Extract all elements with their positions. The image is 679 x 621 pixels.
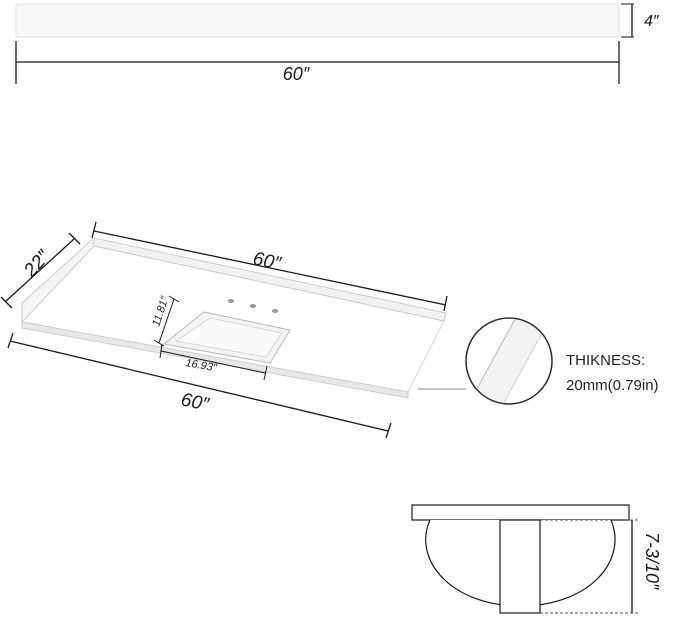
- depth-dimension-line: [4, 238, 75, 303]
- countertop-sidesplash: [21, 236, 95, 324]
- front-width-label: 60″: [179, 389, 212, 416]
- backsplash-height-label: 4″: [644, 13, 660, 30]
- front-width-dimension-line: [9, 340, 389, 432]
- thickness-title: THIKNESS:: [566, 352, 646, 369]
- bowl-countertop-slab: [411, 504, 630, 521]
- countertop-front-edge: [21, 321, 409, 399]
- sink-width-label: 16.93″: [184, 357, 218, 374]
- faucet-hole-left: [227, 299, 235, 303]
- backsplash-view: 4″ 60″: [15, 3, 660, 84]
- backsplash-panel: [15, 3, 620, 38]
- faucet-hole-center: [249, 304, 257, 308]
- backsplash-width-label: 60″: [283, 64, 310, 84]
- countertop-view: 22″ 60″ 60″ 11.81″ 16.93″: [0, 221, 466, 439]
- bowl-drain-block: [499, 519, 541, 614]
- sink-width-dimension-line: [160, 350, 266, 374]
- back-width-dimension-line: [93, 230, 447, 306]
- sink-depth-dimension-line: [158, 298, 175, 344]
- back-width-label: 60″: [251, 248, 284, 275]
- thickness-value: 20mm(0.79in): [566, 377, 659, 394]
- thickness-detail: [465, 317, 553, 405]
- bowl-section-view: 7-3/10″: [411, 504, 662, 614]
- faucet-hole-right: [271, 309, 279, 313]
- depth-label: 22″: [19, 246, 55, 282]
- bowl-height-label: 7-3/10″: [642, 532, 662, 590]
